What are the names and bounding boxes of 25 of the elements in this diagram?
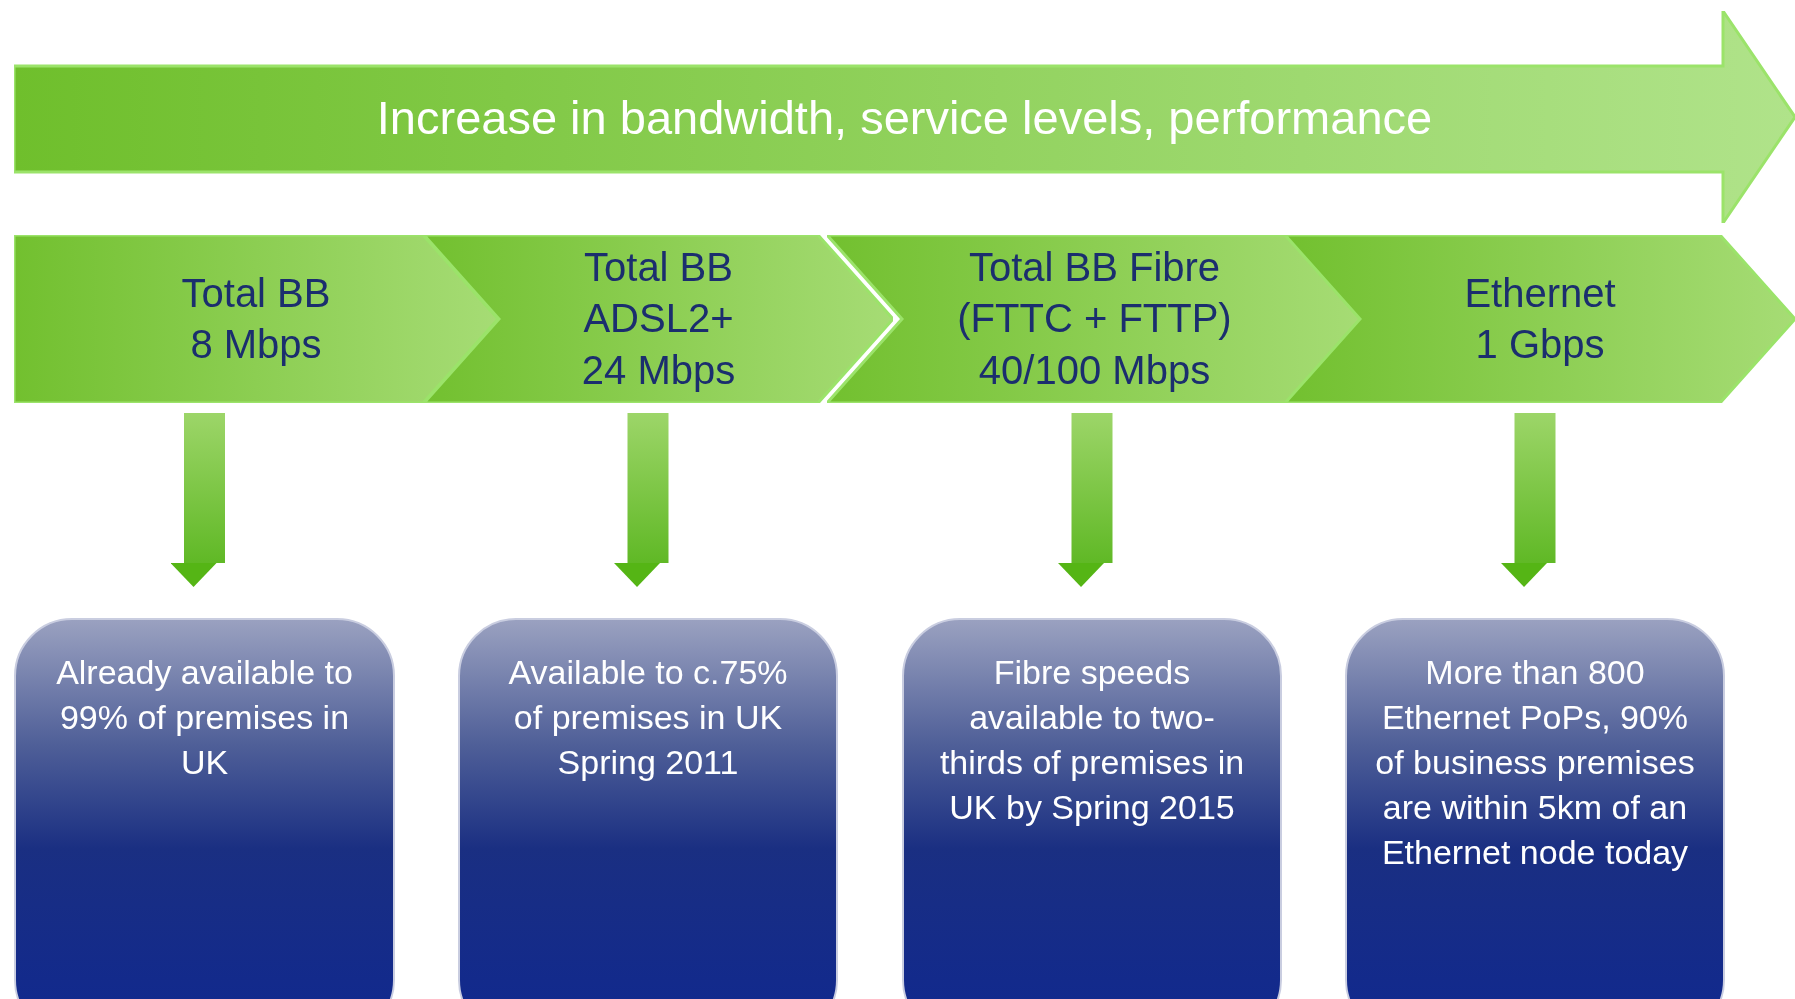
step-label: Total BB [180, 269, 332, 317]
step-label: 40/100 Mbps [977, 346, 1212, 394]
down-arrow [1501, 413, 1556, 588]
info-card [14, 618, 395, 999]
chevron-step [14, 235, 498, 403]
down-arrow [1058, 413, 1113, 588]
progress-arrow [14, 11, 1795, 223]
info-card [458, 618, 838, 999]
step-label: Total BB Fibre (FTTC + FTTP) [956, 244, 1233, 343]
step-label: 24 Mbps [580, 346, 737, 394]
step-label: 1 Gbps [1474, 321, 1606, 368]
description-text: Already available to 99% of premises in UK [55, 652, 354, 783]
info-card [1345, 618, 1725, 999]
step-label: 8 Mbps [189, 321, 323, 368]
step-label: Total BB ADSL2+ [582, 244, 735, 343]
chevron-step [1285, 235, 1795, 403]
info-card [902, 618, 1282, 999]
description-text: More than 800 Ethernet PoPs, 90% of business premises are within 5km of an Ethernet node today [1375, 652, 1695, 873]
arrow-label: Increase in bandwidth, service levels, performance [375, 89, 1434, 145]
description-text: Available to c.75% of premises in UK Spring 2011 [507, 652, 789, 783]
down-arrow [614, 413, 669, 588]
chevron-step [424, 235, 893, 403]
down-arrow [170, 413, 225, 588]
description-text: Fibre speeds available to two-thirds of premises in UK by Spring 2015 [938, 652, 1246, 828]
step-label: Ethernet [1463, 269, 1617, 317]
